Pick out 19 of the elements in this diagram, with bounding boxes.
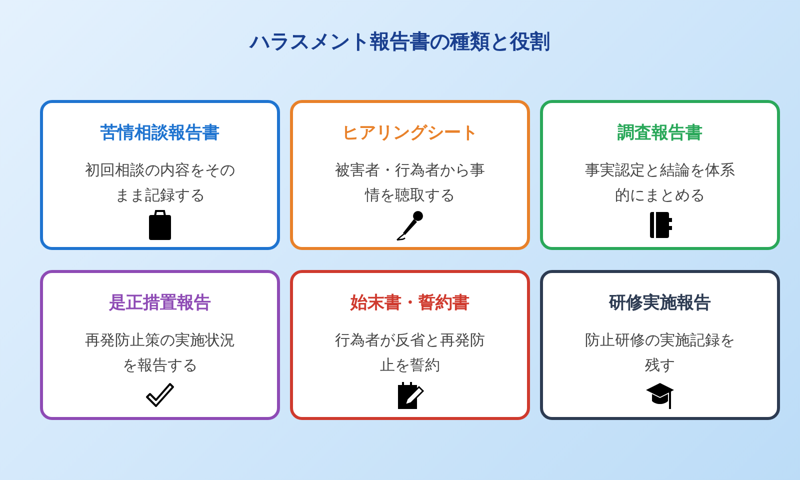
card-heading: 是正措置報告	[108, 292, 212, 314]
report-card	[540, 100, 780, 250]
report-card	[40, 270, 280, 420]
report-card	[40, 100, 280, 250]
diagram-title: ハラスメント報告書の種類と役割	[248, 28, 551, 55]
card-description: 再発防止策の実施状況を報告する	[84, 330, 236, 376]
card-heading: ヒアリングシート	[341, 122, 479, 144]
card-heading: 研修実施報告	[608, 292, 712, 314]
card-heading: 始末書・誓約書	[349, 292, 470, 314]
card-description: 防止研修の実施記録を残す	[584, 330, 736, 376]
card-heading: 苦情相談報告書	[100, 122, 220, 144]
card-description: 被害者・行為者から事情を聴取する	[334, 160, 486, 206]
card-description: 事実認定と結論を体系的にまとめる	[584, 160, 736, 206]
card-heading: 調査報告書	[616, 122, 704, 144]
report-card	[540, 270, 780, 420]
card-description: 初回相談の内容をそのまま記録する	[84, 160, 236, 206]
report-card	[290, 100, 530, 250]
report-card	[290, 270, 530, 420]
card-description: 行為者が反省と再発防止を誓約	[334, 330, 486, 376]
